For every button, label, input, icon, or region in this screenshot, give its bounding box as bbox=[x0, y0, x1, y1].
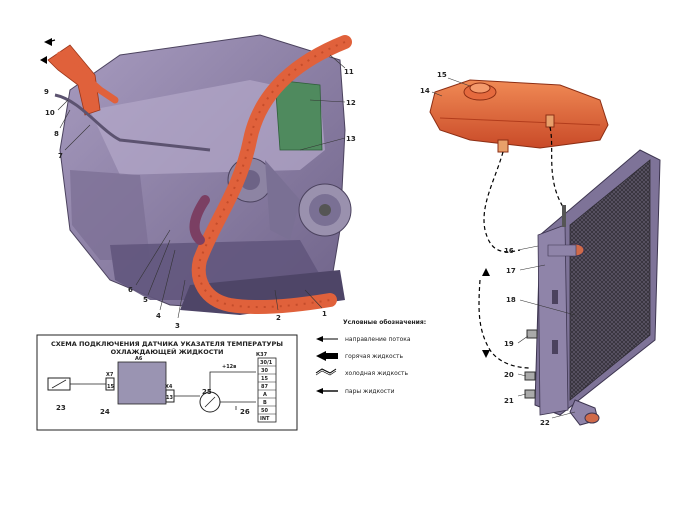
tank-inlet bbox=[545, 114, 555, 128]
terminal-label: A bbox=[263, 392, 267, 398]
radiator-core bbox=[569, 159, 651, 401]
connector-x7: Х7 bbox=[106, 372, 114, 378]
callout-6: 6 bbox=[128, 286, 133, 294]
drive-belt bbox=[265, 160, 300, 240]
flow-arrowhead bbox=[40, 56, 47, 64]
schematic-title-line1: СХЕМА ПОДКЛЮЧЕНИЯ ДАТЧИКА УКАЗАТЕЛЯ ТЕМП… bbox=[51, 340, 283, 348]
callout-15: 15 bbox=[437, 71, 447, 79]
legend-item-cold-liquid: холодная жидкость bbox=[315, 368, 409, 377]
legend-label: направление потока bbox=[345, 336, 411, 343]
callout-8: 8 bbox=[54, 130, 59, 138]
terminal-block: 30/1 30 15 87 A B 50 INT bbox=[257, 357, 277, 423]
front-cover bbox=[274, 79, 323, 151]
pin-15: 15 bbox=[107, 384, 114, 390]
callout-13: 13 bbox=[346, 135, 356, 143]
radiator-callouts: 16 17 18 19 20 21 22 bbox=[504, 245, 576, 427]
callout-4: 4 bbox=[156, 312, 161, 320]
tank-outlet bbox=[497, 139, 509, 153]
terminal-label: 15 bbox=[261, 376, 268, 382]
callout-21: 21 bbox=[504, 397, 514, 405]
schematic-title-line2: ОХЛАЖДАЮЩЕЙ ЖИДКОСТИ bbox=[111, 347, 224, 356]
radiator bbox=[524, 149, 661, 426]
legend-item-vapor: пары жидкости bbox=[316, 388, 395, 395]
temperature-sensor bbox=[47, 377, 80, 391]
coolant-pipe bbox=[54, 93, 211, 152]
connector-x4: Х4 bbox=[165, 384, 173, 390]
instrument-cluster-block bbox=[117, 361, 167, 405]
legend-item-hot-liquid: горячая жидкость bbox=[316, 351, 404, 361]
terminal-label: 30/1 bbox=[260, 360, 273, 366]
legend-label: пары жидкости bbox=[345, 388, 395, 395]
callout-11: 11 bbox=[344, 68, 354, 76]
callout-7: 7 bbox=[58, 152, 63, 160]
callout-18: 18 bbox=[506, 296, 516, 304]
callout-25: 25 bbox=[202, 388, 212, 396]
supply-label: +12в bbox=[222, 364, 236, 370]
callout-14: 14 bbox=[420, 87, 430, 95]
radiator-neck bbox=[562, 205, 566, 227]
callout-26: 26 bbox=[240, 408, 250, 416]
terminal-label: 30 bbox=[261, 368, 268, 374]
legend-item-flow-direction: направление потока bbox=[316, 336, 411, 343]
crank-pulley bbox=[298, 183, 352, 237]
callout-12: 12 bbox=[346, 99, 356, 107]
legend: Условные обозначения: направление потока… bbox=[315, 319, 426, 395]
bypass-hose bbox=[189, 195, 210, 245]
callout-19: 19 bbox=[504, 340, 514, 348]
flow-arrowhead bbox=[44, 38, 52, 46]
legend-label: горячая жидкость bbox=[345, 353, 404, 360]
callout-17: 17 bbox=[506, 267, 516, 275]
tank-callouts: 14 15 bbox=[420, 71, 471, 97]
callout-9: 9 bbox=[44, 88, 49, 96]
engine-callouts: 1 2 3 4 5 6 7 8 9 10 11 12 13 bbox=[44, 54, 356, 330]
callout-24: 24 bbox=[100, 408, 110, 416]
block-label-a6: А6 bbox=[135, 356, 143, 362]
terminal-label: 50 bbox=[261, 408, 268, 414]
relay-k37: К37 bbox=[256, 352, 268, 358]
callout-22: 22 bbox=[540, 419, 550, 427]
drain-plug bbox=[526, 329, 538, 339]
terminal-label: 87 bbox=[261, 384, 268, 390]
callout-16: 16 bbox=[504, 247, 514, 255]
callout-1: 1 bbox=[322, 310, 327, 318]
terminal-label: INT bbox=[260, 416, 270, 422]
terminal-label: B bbox=[263, 400, 267, 406]
sensor-wiring-schematic: СХЕМА ПОДКЛЮЧЕНИЯ ДАТЧИКА УКАЗАТЕЛЯ ТЕМП… bbox=[36, 334, 298, 431]
callout-3: 3 bbox=[175, 322, 180, 330]
legend-title: Условные обозначения: bbox=[343, 319, 426, 326]
radiator-side-tank bbox=[537, 224, 569, 416]
pin-13: 13 bbox=[166, 395, 173, 401]
expansion-tank bbox=[429, 79, 609, 153]
hot-hoses bbox=[47, 35, 352, 315]
callout-2: 2 bbox=[276, 314, 281, 322]
callout-10: 10 bbox=[45, 109, 55, 117]
callout-20: 20 bbox=[504, 371, 514, 379]
tank-hoses bbox=[478, 126, 566, 369]
heater-hose bbox=[47, 44, 101, 116]
legend-label: холодная жидкость bbox=[345, 370, 409, 377]
engine-block bbox=[59, 34, 352, 315]
callout-5: 5 bbox=[143, 296, 148, 304]
callout-23: 23 bbox=[56, 404, 66, 412]
